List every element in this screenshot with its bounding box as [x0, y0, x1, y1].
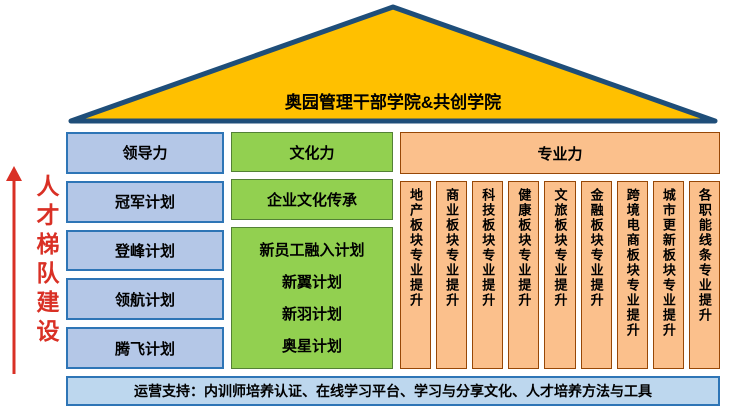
sector-label: 科技板块专业提升 [480, 188, 496, 308]
sector-box-urbanrenewal: 城市更新板块专业提升 [652, 181, 684, 369]
takeoff-plan-box: 腾飞计划 [66, 327, 224, 369]
sector-label: 各职能线条专业提升 [696, 188, 712, 323]
up-arrow-icon [6, 166, 22, 374]
leadership-column: 领导力 冠军计划 登峰计划 领航计划 腾飞计划 [66, 132, 224, 369]
sector-box-technology: 科技板块专业提升 [472, 181, 504, 369]
champion-plan-box: 冠军计划 [66, 180, 224, 223]
sector-box-finance: 金融板块专业提升 [580, 181, 612, 369]
culture-header: 文化力 [231, 132, 393, 173]
sector-boxes: 地产板块专业提升 商业板块专业提升 科技板块专业提升 健康板块专业提升 文旅板块… [400, 181, 720, 369]
sector-label: 金融板块专业提升 [588, 188, 604, 308]
sector-label: 地产板块专业提升 [408, 188, 424, 308]
pillars-grid: 领导力 冠军计划 登峰计划 领航计划 腾飞计划 文化力 企业文化传承 新员工融入… [66, 132, 720, 369]
sector-box-crossborder: 跨境电商板块专业提升 [616, 181, 648, 369]
sector-label: 健康板块专业提升 [516, 188, 532, 308]
roof-title: 奥园管理干部学院&共创学院 [284, 93, 502, 112]
professional-header: 专业力 [400, 132, 720, 174]
sector-label: 文旅板块专业提升 [552, 188, 568, 308]
sector-label: 商业板块专业提升 [444, 188, 460, 308]
sector-box-functions: 各职能线条专业提升 [688, 181, 720, 369]
sector-label: 城市更新板块专业提升 [660, 188, 676, 338]
culture-heritage-box: 企业文化传承 [231, 179, 393, 220]
newcomer-plans-group: 新员工融入计划 新翼计划 新羽计划 奥星计划 [231, 226, 393, 369]
talent-ladder-label: 人才梯队建设 [33, 174, 59, 348]
sector-box-realestate: 地产板块专业提升 [400, 181, 432, 369]
roof-triangle [68, 4, 718, 124]
sector-box-health: 健康板块专业提升 [508, 181, 540, 369]
sector-box-commerce: 商业板块专业提升 [436, 181, 468, 369]
culture-column: 文化力 企业文化传承 新员工融入计划 新翼计划 新羽计划 奥星计划 [231, 132, 393, 369]
peak-plan-box: 登峰计划 [66, 229, 224, 272]
talent-ladder-label-group: 人才梯队建设 [6, 166, 63, 374]
professional-column: 专业力 地产板块专业提升 商业板块专业提升 科技板块专业提升 健康板块专业提升 … [400, 132, 720, 369]
new-wing-plan: 新翼计划 [281, 274, 342, 292]
new-feather-plan: 新羽计划 [281, 306, 342, 324]
diagram-main: 奥园管理干部学院&共创学院 领导力 冠军计划 登峰计划 领航计划 腾飞计划 文化… [66, 2, 720, 406]
sector-label: 跨境电商板块专业提升 [624, 188, 640, 338]
pilot-plan-box: 领航计划 [66, 278, 224, 321]
operations-support-bar: 运营支持：内训师培养认证、在线学习平台、学习与分享文化、人才培养方法与工具 [66, 376, 720, 406]
new-employee-plan: 新员工融入计划 [259, 242, 365, 260]
roof: 奥园管理干部学院&共创学院 [66, 2, 720, 126]
leadership-header: 领导力 [66, 132, 224, 174]
ao-star-plan: 奥星计划 [281, 338, 342, 356]
sector-box-culturetourism: 文旅板块专业提升 [544, 181, 576, 369]
